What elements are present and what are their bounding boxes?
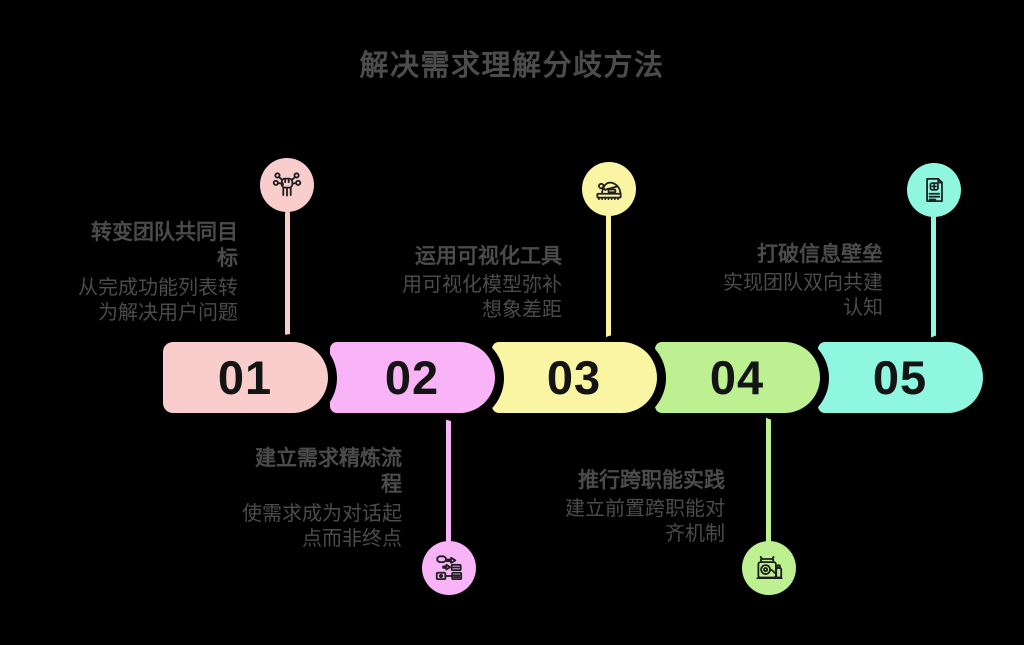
step-2-shape-body bbox=[330, 342, 461, 413]
step-2-connector-line bbox=[446, 410, 451, 543]
step-3-shape-body bbox=[492, 342, 623, 413]
step-5-description: 实现团队双向共建 认知 bbox=[723, 272, 883, 320]
step-4-arrow-shape: 04 bbox=[655, 334, 829, 422]
step-5-connector-line bbox=[931, 215, 936, 345]
step-1-icon-badge bbox=[260, 158, 314, 212]
step-5-icon-badge bbox=[907, 163, 961, 217]
step-1-text: 转变团队共同目 标 从完成功能列表转 为解决用户问题 bbox=[60, 220, 238, 326]
step-1-number: 01 bbox=[217, 351, 273, 404]
step-3-connector-line bbox=[606, 214, 611, 345]
step-1-connector-line bbox=[285, 211, 290, 346]
step-2-icon-badge bbox=[422, 541, 476, 595]
step-5-arrow-shape: 05 bbox=[818, 334, 992, 422]
step-3-icon-badge bbox=[582, 162, 636, 216]
step-3-description: 用可视化模型弥补 想象差距 bbox=[402, 274, 562, 322]
step-2-text: 建立需求精炼流 程 使需求成为对话起 点而非终点 bbox=[226, 446, 402, 552]
step-4-number: 04 bbox=[709, 351, 765, 404]
step-3-number: 03 bbox=[546, 351, 602, 404]
step-2-description: 使需求成为对话起 点而非终点 bbox=[242, 502, 402, 550]
machine-grinder-icon bbox=[756, 555, 783, 579]
step-3-text: 运用可视化工具 用可视化模型弥补 想象差距 bbox=[385, 244, 562, 324]
step-1-shape-body bbox=[163, 342, 294, 413]
step-4-shape-body bbox=[655, 342, 786, 413]
sander-tool-icon bbox=[596, 181, 622, 200]
step-5-text: 打破信息壁垒 实现团队双向共建 认知 bbox=[706, 242, 883, 322]
medical-report-icon bbox=[926, 177, 943, 203]
step-2-number: 02 bbox=[384, 351, 440, 404]
workflow-icon bbox=[435, 555, 463, 581]
step-1-heading: 转变团队共同目 标 bbox=[91, 221, 238, 271]
step-4-heading: 推行跨职能实践 bbox=[578, 469, 725, 492]
step-5-heading: 打破信息壁垒 bbox=[757, 243, 883, 266]
step-2-heading: 建立需求精炼流 程 bbox=[255, 447, 402, 497]
step-3-heading: 运用可视化工具 bbox=[415, 245, 562, 268]
step-4-icon-badge bbox=[742, 541, 796, 595]
step-4-description: 建立前置跨职能对 齐机制 bbox=[565, 498, 725, 546]
fist-network-icon bbox=[272, 172, 302, 197]
step-1-description: 从完成功能列表转 为解决用户问题 bbox=[78, 276, 238, 324]
step-3-arrow-shape: 03 bbox=[492, 334, 666, 422]
step-2-arrow-shape: 02 bbox=[330, 334, 504, 422]
step-5-number: 05 bbox=[872, 351, 928, 404]
step-1-arrow-shape: 01 bbox=[163, 334, 337, 422]
step-5-shape-body bbox=[818, 342, 949, 413]
page-title: 解决需求理解分歧方法 bbox=[359, 50, 665, 82]
step-4-text: 推行跨职能实践 建立前置跨职能对 齐机制 bbox=[548, 468, 725, 548]
step-4-connector-line bbox=[766, 410, 771, 544]
